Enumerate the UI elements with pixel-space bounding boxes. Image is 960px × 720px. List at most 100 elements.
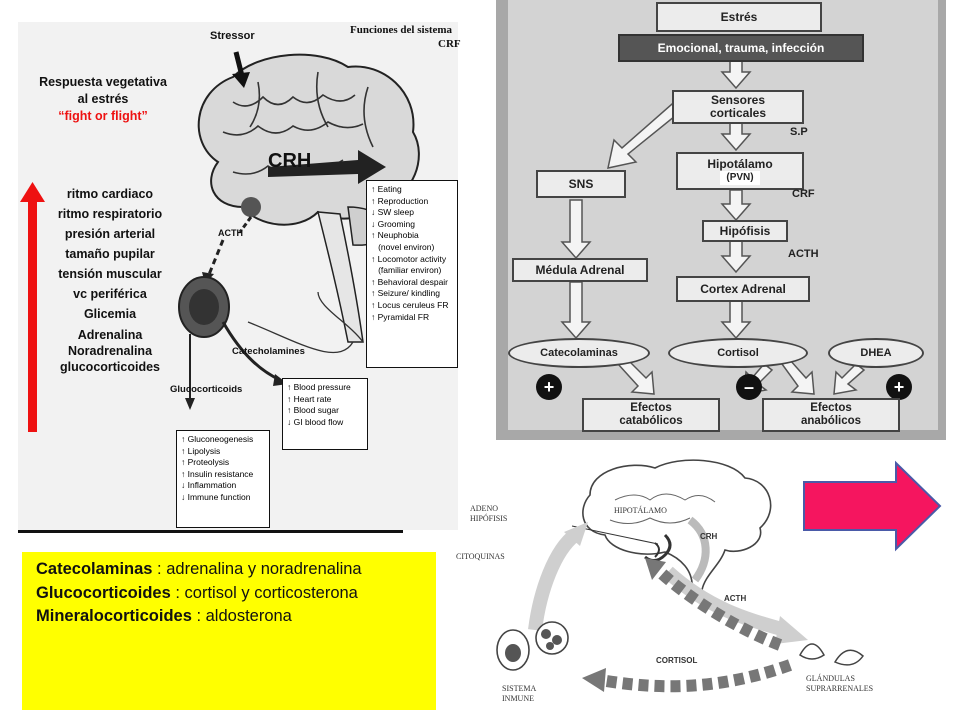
- stressor-label: Stressor: [210, 30, 255, 42]
- crf-label: CRF: [792, 188, 815, 200]
- list-item: ↑ Neuphobia: [371, 230, 419, 241]
- cortisol-cycle-label: CORTISOL: [656, 656, 698, 665]
- flowchart-arrows: [560, 59, 866, 395]
- dhea-oval: DHEA: [828, 338, 924, 368]
- emocional-box: Emocional, trauma, infección: [618, 34, 864, 62]
- legend-definition: : adrenalina y noradrenalina: [152, 560, 362, 578]
- catabolicos-line2: catabólicos: [619, 415, 683, 427]
- anabolicos-line2: anabólicos: [800, 415, 862, 427]
- crh-label: CRH: [268, 150, 312, 172]
- legend-definition: : cortisol y corticosterona: [170, 583, 358, 602]
- glucocorticoids-label: Glucocorticoids: [170, 384, 243, 395]
- list-item: ↑ Behavioral despair: [371, 276, 449, 287]
- glandulas-line1: GLÁNDULAS: [806, 674, 855, 683]
- list-item: ↑ Lipolysis: [181, 445, 221, 456]
- list-item: vc periférica: [73, 287, 147, 301]
- acth-flow-label: ACTH: [788, 248, 819, 260]
- fight-or-flight-label: “fight or flight”: [58, 109, 148, 123]
- glandulas-line2: SUPRARRENALES: [806, 684, 874, 693]
- list-item: Adrenalina: [77, 328, 143, 342]
- anabolicos-box: Efectos anabólicos: [762, 398, 900, 432]
- catabolicos-line1: Efectos: [630, 402, 672, 414]
- sns-box: SNS: [536, 170, 626, 198]
- list-item: tensión muscular: [58, 267, 162, 281]
- list-item: ritmo respiratorio: [57, 207, 163, 221]
- list-item: ↓ Inflammation: [181, 480, 237, 491]
- response-title-line2: al estrés: [77, 92, 129, 106]
- citoquinas-label: CITOQUINAS: [456, 552, 505, 561]
- pink-arrow-icon: [803, 460, 942, 552]
- list-item: ↑ Reproduction: [371, 195, 429, 206]
- catecholamine-effects-box: ↑ Blood pressure ↑ Heart rate ↑ Blood su…: [282, 378, 368, 450]
- list-item: tamaño pupilar: [65, 247, 155, 261]
- cortex-box: Cortex Adrenal: [676, 276, 810, 302]
- sensores-line2: corticales: [709, 106, 767, 120]
- list-item: ↑ Locomotor activity: [371, 253, 447, 264]
- list-item: ritmo cardiaco: [66, 187, 154, 201]
- catecolaminas-oval: Catecolaminas: [508, 338, 650, 368]
- list-item: ↑ Blood pressure: [287, 382, 351, 392]
- sensores-line1: Sensores: [710, 93, 766, 107]
- list-item: presión arterial: [64, 227, 156, 241]
- adeno-label: ADENO HIPÓFISIS: [470, 504, 507, 524]
- anabolicos-line1: Efectos: [810, 402, 852, 414]
- list-item: ↑ Proteolysis: [181, 457, 230, 468]
- list-item: ↓ GI blood flow: [287, 416, 344, 427]
- hipotalamo-box: Hipotálamo (PVN): [676, 152, 804, 190]
- legend-definition: : aldosterona: [191, 607, 292, 625]
- crh-cycle-label: CRH: [700, 532, 718, 541]
- list-item: (familiar environ): [371, 265, 442, 276]
- panel-divider: [18, 530, 403, 533]
- acth-cycle-label: ACTH: [724, 594, 747, 603]
- catabolicos-box: Efectos catabólicos: [582, 398, 720, 432]
- list-item: (novel environ): [371, 241, 435, 252]
- list-item: ↑ Eating: [371, 184, 402, 194]
- sistema-line2: INMUNE: [502, 694, 534, 703]
- response-list: ritmo cardiaco ritmo respiratorio presió…: [40, 184, 180, 375]
- crf-effects-box: ↑ Eating ↑ Reproduction ↓ SW sleep ↓ Gro…: [366, 180, 458, 368]
- hipotalamo-label: Hipotálamo: [707, 157, 773, 171]
- adeno-line2: HIPÓFISIS: [470, 514, 508, 523]
- sistema-inmune-label: SISTEMA INMUNE: [502, 684, 536, 704]
- list-item: ↑ Heart rate: [287, 393, 332, 404]
- list-item: ↑ Insulin resistance: [181, 468, 254, 479]
- hpa-cycle-graphic: [496, 459, 865, 693]
- list-item: ↑ Blood sugar: [287, 405, 339, 416]
- plus-sign-left: +: [536, 374, 562, 400]
- sensores-box: Sensores corticales: [672, 90, 804, 124]
- legend-glucocorticoides: Glucocorticoides : cortisol y corticoste…: [36, 582, 422, 606]
- list-item: ↓ Grooming: [371, 218, 415, 229]
- medula-box: Médula Adrenal: [512, 258, 648, 282]
- list-item: ↑ Locus ceruleus FR: [371, 299, 449, 310]
- estres-box: Estrés: [656, 2, 822, 32]
- glandulas-label: GLÁNDULAS SUPRARRENALES: [806, 674, 873, 694]
- sistema-line1: SISTEMA: [502, 684, 537, 693]
- minus-sign: –: [736, 374, 762, 400]
- legend-mineralocorticoides: Mineralocorticoides : aldosterona: [36, 605, 422, 629]
- list-item: ↑ Gluconeogenesis: [181, 434, 254, 444]
- hipofisis-box: Hipófisis: [702, 220, 788, 242]
- list-item: ↑ Seizure/ kindling: [371, 288, 440, 299]
- list-item: glucocorticoides: [59, 360, 161, 374]
- response-title: Respuesta vegetativa al estrés “fight or…: [28, 74, 178, 125]
- list-item: Glicemia: [83, 307, 137, 321]
- list-item: ↓ SW sleep: [371, 207, 414, 218]
- list-item: ↓ Immune function: [181, 491, 251, 502]
- plus-sign-right: +: [886, 374, 912, 400]
- adeno-line1: ADENO: [470, 504, 498, 513]
- hipotalamo-cycle-label: HIPOTÁLAMO: [614, 506, 667, 515]
- crf-title-line1: Funciones del sistema: [350, 24, 453, 36]
- legend-term: Glucocorticoides: [36, 583, 171, 602]
- list-item: ↑ Pyramidal FR: [371, 311, 430, 322]
- cortisol-oval: Cortisol: [668, 338, 808, 368]
- legend-catecolaminas: Catecolaminas : adrenalina y noradrenali…: [36, 558, 422, 582]
- sp-label: S.P: [790, 126, 808, 138]
- legend-term: Mineralocorticoides: [36, 607, 192, 625]
- crf-title-line2: CRF: [438, 38, 461, 50]
- glucocorticoid-effects-box: ↑ Gluconeogenesis ↑ Lipolysis ↑ Proteoly…: [176, 430, 270, 528]
- hormone-legend-box: Catecolaminas : adrenalina y noradrenali…: [22, 552, 436, 710]
- acth-label: ACTH: [218, 228, 243, 238]
- catecholamines-label: Catecholamines: [232, 346, 305, 357]
- pvn-label: (PVN): [720, 171, 760, 185]
- legend-term: Catecolaminas: [36, 560, 153, 578]
